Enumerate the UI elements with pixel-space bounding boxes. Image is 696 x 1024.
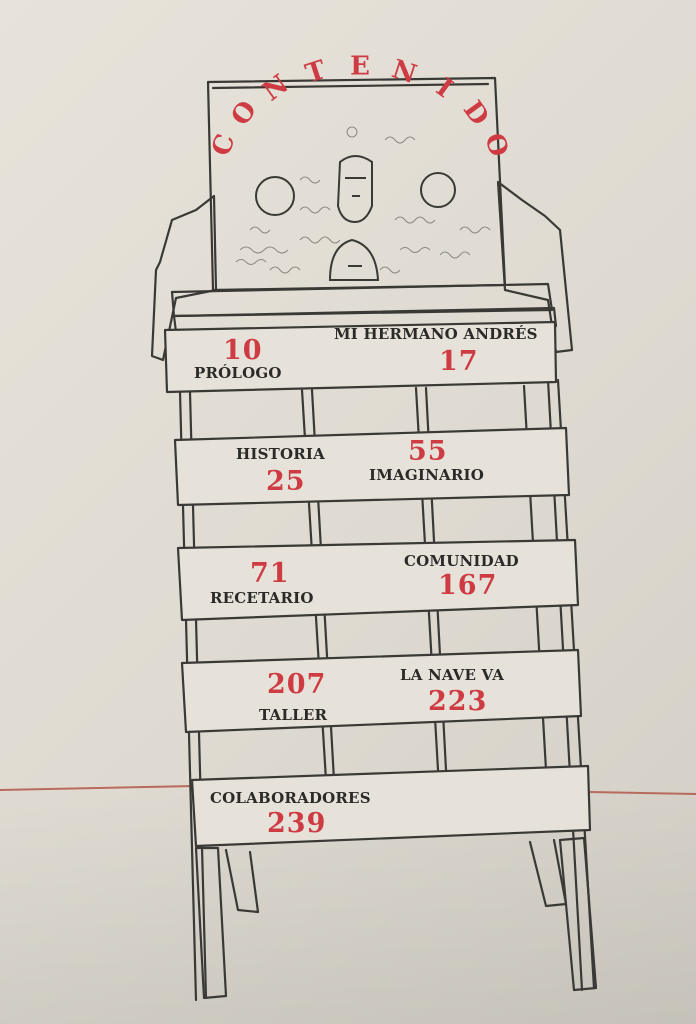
title-letter: O bbox=[478, 130, 514, 161]
plank-5 bbox=[190, 764, 592, 848]
title-letter: T bbox=[302, 55, 330, 90]
title-letter: D bbox=[457, 95, 495, 131]
title-letter: N bbox=[257, 69, 294, 107]
red-rule-left bbox=[0, 785, 196, 791]
plank-2 bbox=[173, 426, 571, 507]
backrest-inner bbox=[211, 82, 490, 90]
red-rule-right bbox=[589, 791, 696, 795]
entry-label-colaboradores: COLABORADORES bbox=[210, 789, 371, 807]
plank-1 bbox=[163, 320, 558, 394]
seat bbox=[170, 282, 554, 318]
plank-4 bbox=[180, 648, 583, 734]
entry-label-prologo: PRÓLOGO bbox=[194, 364, 282, 382]
entry-page-mi-hermano: 17 bbox=[439, 346, 479, 377]
entry-page-comunidad: 167 bbox=[438, 570, 498, 601]
entry-label-comunidad: COMUNIDAD bbox=[404, 552, 519, 570]
title-letter: E bbox=[350, 52, 370, 82]
entry-label-imaginario: IMAGINARIO bbox=[369, 466, 484, 484]
plank-3 bbox=[176, 538, 580, 622]
right-foot-2 bbox=[558, 836, 598, 992]
tray-circle-right bbox=[420, 172, 456, 208]
tray-circle-left bbox=[255, 176, 295, 216]
title-letter: O bbox=[226, 95, 264, 131]
entry-label-recetario: RECETARIO bbox=[210, 589, 314, 607]
entry-page-imaginario: 55 bbox=[408, 436, 448, 467]
left-foot bbox=[194, 846, 228, 1000]
entry-label-historia: HISTORIA bbox=[236, 445, 325, 463]
entry-label-mi-hermano: MI HERMANO ANDRÉS bbox=[334, 325, 538, 343]
entry-label-la-nave-va: LA NAVE VA bbox=[400, 666, 505, 684]
title-letter: I bbox=[430, 73, 457, 104]
entry-page-la-nave-va: 223 bbox=[428, 686, 488, 717]
entry-page-historia: 25 bbox=[266, 466, 306, 497]
right-foot bbox=[528, 838, 568, 908]
entry-page-recetario: 71 bbox=[250, 558, 290, 589]
entry-page-prologo: 10 bbox=[223, 335, 263, 366]
left-foot-2 bbox=[224, 848, 260, 914]
entry-page-taller: 207 bbox=[267, 669, 327, 700]
right-armrest bbox=[496, 180, 574, 354]
left-armrest bbox=[150, 194, 218, 362]
entry-page-colaboradores: 239 bbox=[267, 808, 327, 839]
entry-label-taller: TALLER bbox=[259, 706, 328, 724]
title-letter: C bbox=[207, 131, 242, 160]
tray-figure bbox=[336, 155, 373, 224]
tray-figure-base bbox=[328, 238, 380, 281]
